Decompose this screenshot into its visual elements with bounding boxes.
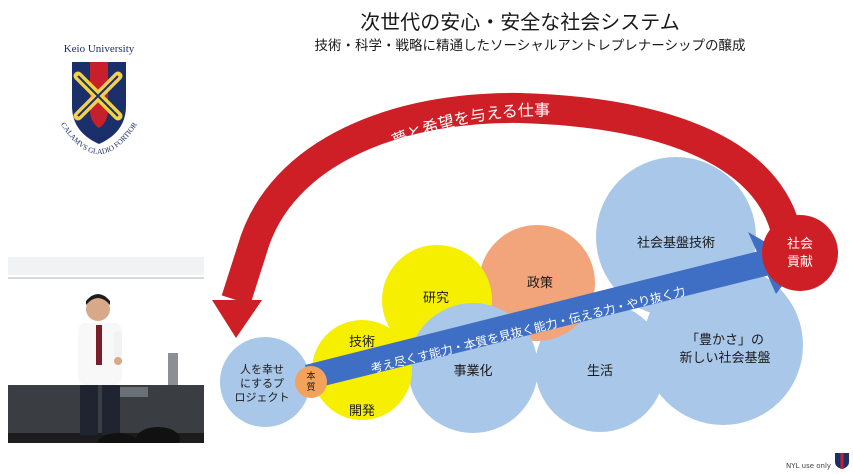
keio-university-logo: Keio University 1858 CALAMVS GLADIO FORT… bbox=[59, 43, 139, 156]
slide-title: 次世代の安心・安全な社会システム bbox=[360, 10, 680, 34]
label-commercialization: 事業化 bbox=[453, 363, 492, 379]
speaker-person bbox=[78, 294, 122, 435]
slide-subtitle: 技術・科学・戦略に精通したソーシャルアントレプレナーシップの醸成 bbox=[314, 38, 746, 54]
logo-year: 1858 bbox=[92, 134, 107, 142]
circle-essence bbox=[295, 366, 327, 398]
logo-university-name: Keio University bbox=[64, 43, 135, 55]
label-research: 研究 bbox=[423, 291, 449, 306]
label-social-infrastructure-tech: 社会基盤技術 bbox=[637, 235, 715, 251]
end-label-line-1: 社会 bbox=[787, 236, 813, 252]
circle-new-social-foundation bbox=[643, 265, 803, 425]
top-red-arrow bbox=[221, 92, 802, 305]
speaker-video-inset bbox=[8, 257, 204, 443]
circle-social-contribution bbox=[762, 215, 838, 291]
microphone-stand bbox=[168, 353, 178, 385]
nyl-badge-icon bbox=[835, 453, 849, 469]
start-label-line-3: ロジェクト bbox=[235, 391, 290, 404]
label-policy: 政策 bbox=[527, 275, 553, 291]
label-yutakasa-line-2: 新しい社会基盤 bbox=[679, 350, 770, 366]
start-label-line-1: 人を幸せ bbox=[240, 363, 284, 376]
label-yutakasa-line-1: 「豊かさ」の bbox=[686, 333, 764, 348]
start-label-line-2: にするプ bbox=[240, 377, 284, 390]
speaker-scene bbox=[8, 257, 204, 443]
label-life: 生活 bbox=[587, 364, 613, 379]
end-label-line-2: 貢献 bbox=[787, 255, 813, 270]
main-blue-arrow bbox=[305, 250, 770, 389]
circle-people-happy-project bbox=[220, 337, 310, 427]
label-development: 開発 bbox=[349, 404, 375, 419]
top-arrow-head-icon bbox=[212, 300, 262, 338]
core-label-line-1: 本 bbox=[306, 370, 315, 382]
label-technology: 技術 bbox=[349, 335, 375, 350]
circle-life bbox=[535, 302, 665, 432]
core-label-line-2: 質 bbox=[306, 381, 315, 393]
footer-note: NYL use only bbox=[786, 462, 832, 470]
